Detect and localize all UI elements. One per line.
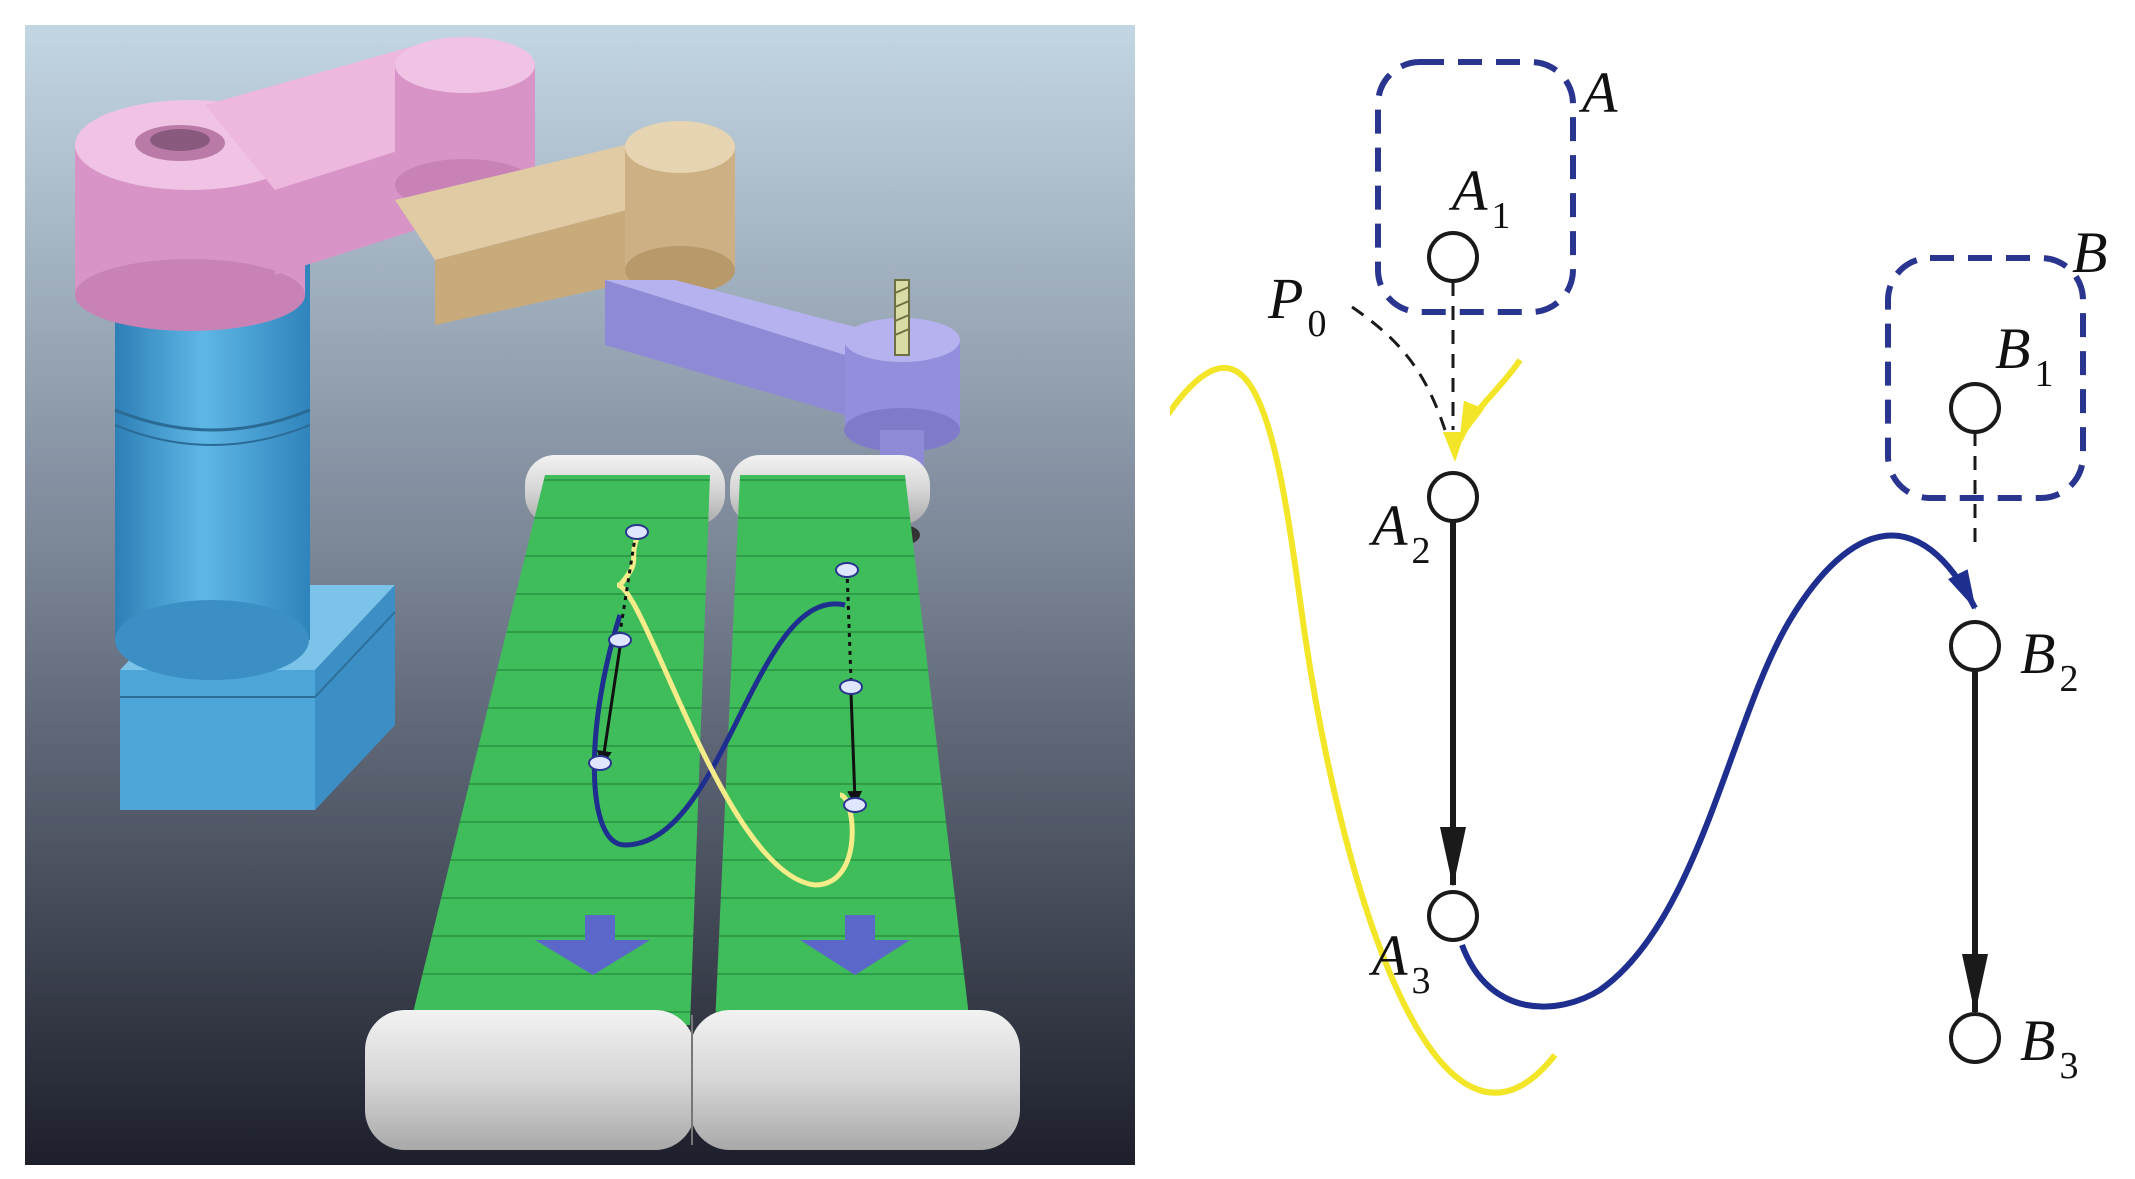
node-b3 (1949, 1012, 2001, 1064)
a2-yellow-arrowhead (1443, 432, 1465, 462)
scene-paths (588, 524, 867, 888)
conveyor-belt-icon (365, 455, 1020, 1150)
node-a1 (1427, 231, 1479, 283)
node-b2 (1949, 620, 2001, 672)
node-a2 (1427, 471, 1479, 523)
blue-path (1459, 532, 1978, 1010)
node-a3 (1427, 890, 1479, 942)
robot-link-3 (605, 280, 960, 510)
yellow-path-arrowhead (1457, 358, 1523, 442)
yellow-path (1170, 364, 1558, 1096)
label-region-a: A (1578, 60, 1618, 125)
robot-column (114, 260, 311, 680)
robot-conveyor-scene (25, 25, 1135, 1165)
p0-dashed-curve (1351, 305, 1447, 431)
node-b1 (1949, 382, 2001, 434)
robot-link-1 (75, 37, 535, 331)
belt-direction-arrow-left (535, 915, 650, 975)
region-b-box (1885, 255, 2086, 501)
region-a-box (1375, 59, 1576, 315)
label-region-b: B (2072, 220, 2107, 285)
robot-link-2 (395, 121, 735, 325)
belt-direction-arrow-right (800, 915, 910, 975)
